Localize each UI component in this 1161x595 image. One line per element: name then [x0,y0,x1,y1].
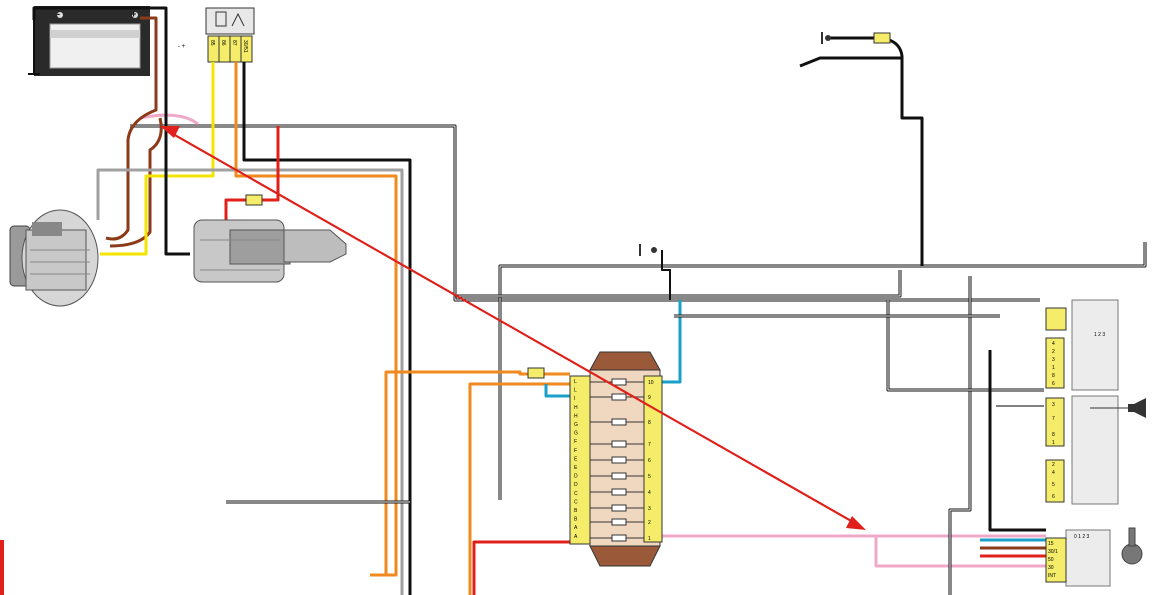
fusebox-icon [569,351,663,567]
fusebox-right-pin: 3 [648,506,651,512]
ignition-pin: 30/1 [1048,549,1058,555]
battery-plus-label: + [131,9,136,19]
ignition-key-icon [1121,527,1143,565]
light-switch-pin: 2 [1052,462,1055,468]
fuse-element [611,456,627,464]
fusebox-right-pin: 9 [648,395,651,401]
fusebox-left-pin: L [574,388,577,394]
light-switch-pin: 6 [1052,381,1055,387]
relay-pin-label: 85 [209,40,215,46]
light-switch-pin: 2 [1052,349,1055,355]
wire-harness [32,6,1147,595]
fusebox-right-pin: 10 [648,380,654,386]
ignition-header: 0 1 2 3 [1074,534,1090,540]
fusebox-left-pin: A [574,534,578,540]
lamp-icon [639,32,831,256]
fusebox-right-pin: 2 [648,520,651,526]
ignition-pin: 15 [1048,541,1054,547]
edge-marker [0,540,4,595]
relay-symbol-label: - + [178,44,186,50]
relay-pin-label: 87 [231,40,237,46]
light-switch-pin: 8 [1052,432,1055,438]
light-switch-pin: 7 [1052,416,1055,422]
fuse-element [611,504,627,512]
fusebox-left-pin: L [574,379,577,385]
fusebox-left-pin: B [574,517,578,523]
relay-pin-label: 86 [220,40,226,46]
fusebox-left-pin: H [574,413,578,419]
fusebox-left-pin: C [574,499,578,505]
light-switch-icon: 1 2 3 [1045,299,1119,505]
fuse-element [611,418,627,426]
light-switch-pin: 4 [1052,470,1055,476]
ignition-switch-icon: 0 1 2 3 [1045,529,1111,587]
fusebox-left-pin: B [574,508,578,514]
fusebox-left-pin: D [574,474,578,480]
ignition-pin: 30 [1048,565,1054,571]
fusebox-right-pin: 8 [648,420,651,426]
fusebox-left-pin: G [574,431,578,437]
fusebox-left-pin: F [574,439,577,445]
light-switch-pin: 6 [1052,494,1055,500]
fusebox-left-pin: H [574,405,578,411]
ignition-pin: INT [1048,573,1056,579]
light-switch-header: 1 2 3 [1094,332,1105,338]
light-switch-pin: 3 [1052,357,1055,363]
light-switch-pin: 1 [1052,365,1055,371]
connector-icon [245,32,891,379]
fusebox-right-pin: 6 [648,458,651,464]
light-switch-pin: 8 [1052,373,1055,379]
fusebox-left-pin: G [574,422,578,428]
annotation-arrow [160,126,866,530]
fusebox-right-pin: 7 [648,442,651,448]
fusebox-left-pin: E [574,456,578,462]
ignition-pin: 50 [1048,557,1054,563]
fusebox-right-pin: 1 [648,536,651,542]
fusebox-left-pin: C [574,491,578,497]
fusebox-right-pin: 4 [648,490,651,496]
battery-minus-label: - [57,9,60,19]
light-switch-pin: 3 [1052,402,1055,408]
fusebox-left-pin: D [574,482,578,488]
fusebox-left-pin: I [574,396,575,402]
fusebox-left-pin: F [574,448,577,454]
fuse-element [611,534,627,542]
fusebox-right-pin: 5 [648,474,651,480]
starter-icon [193,219,347,283]
light-switch-pin: 4 [1052,341,1055,347]
alternator-icon [9,209,99,307]
fuse-element [611,472,627,480]
horn-icon [1090,398,1146,418]
fusebox-left-pin: A [574,525,578,531]
light-switch-pin: 5 [1052,482,1055,488]
fuse-element [611,488,627,496]
battery-icon: - + [28,6,150,76]
fusebox-left-pin: E [574,465,578,471]
relay-pin-label: 30/51 [242,40,248,53]
relay-icon: 85 86 87 30/51 - + [178,7,255,63]
fuse-element [611,440,627,448]
fuse-element [611,378,627,386]
light-switch-pin: 1 [1052,440,1055,446]
fuse-element [611,518,627,526]
fuse-element [611,393,627,401]
